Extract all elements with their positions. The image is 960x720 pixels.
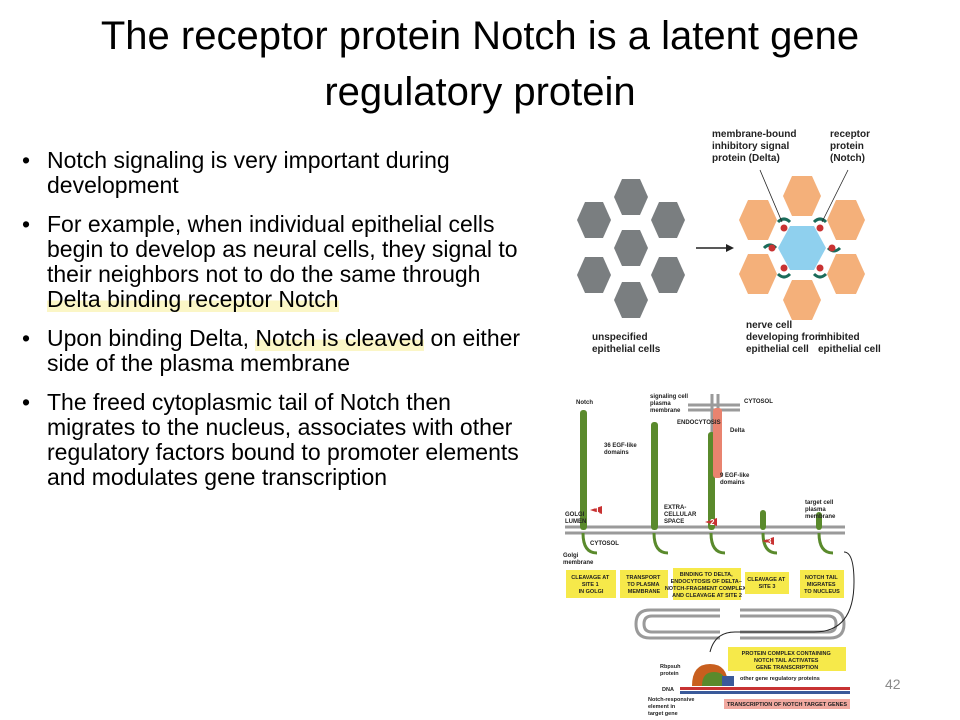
page-number: 42	[885, 676, 901, 692]
bullet-text: The freed cytoplasmic tail of Notch then…	[47, 389, 519, 490]
label-endocytosis: ENDOCYTOSIS	[677, 420, 721, 426]
dna-strand	[680, 687, 850, 690]
bullet-item: For example, when individual epithelial …	[20, 212, 540, 312]
label-nerve-cell: nerve cell developing from epithelial ce…	[746, 320, 827, 355]
step-2-marker: 2	[710, 518, 715, 527]
svg-text:CLEAVAGE AT SITE 1: CLEAVAGE AT SITE 1 IN GOLGI	[571, 575, 611, 595]
notch-tail	[702, 672, 726, 686]
label-notch: Notch	[576, 400, 593, 406]
step-3-marker: 3	[767, 537, 772, 546]
transcription-complex	[680, 664, 850, 694]
hexagon-cell	[614, 282, 648, 318]
delta-ligand	[713, 408, 722, 478]
bullet-item: Upon binding Delta, Notch is cleaved on …	[20, 325, 540, 376]
label-unspecified: unspecified epithelial cells	[592, 332, 661, 355]
unspecified-cell-cluster	[577, 179, 685, 318]
bullet-text: on either side of the plasma membrane	[47, 325, 521, 376]
hexagon-cell	[827, 200, 865, 240]
hexagon-cell	[783, 280, 821, 320]
box-binding-delta	[673, 568, 741, 600]
slide-title: The receptor protein Notch is a latent g…	[20, 8, 940, 120]
notch-tails	[581, 532, 834, 555]
label-delta: membrane-bound inhibitory signal protein…	[712, 129, 799, 164]
nerve-cell	[778, 226, 826, 270]
label-rbpsuh: Rbpsuh protein	[660, 664, 682, 677]
bullet-list: Notch signaling is very important during…	[20, 148, 540, 504]
nucleus-labels: Rbpsuh protein other gene regulatory pro…	[648, 664, 820, 717]
bullet-text: For example, when individual epithelial …	[47, 211, 518, 287]
label-target-cell: target cell plasma membrane	[805, 500, 836, 520]
bullet-item: The freed cytoplasmic tail of Notch then…	[20, 390, 540, 490]
label-signaling-cell: signaling cell plasma membrane	[650, 394, 690, 414]
label-delta: Delta	[730, 428, 745, 434]
box-notch-tail-migrates	[800, 570, 844, 598]
hexagon-cell	[614, 230, 648, 266]
bullet-text: Notch signaling is very important during…	[47, 147, 450, 198]
hexagon-cell	[827, 254, 865, 294]
hexagon-cell	[577, 202, 611, 238]
notch-receptor	[580, 410, 587, 530]
hexagon-cell	[783, 176, 821, 216]
label-notch: receptor protein (Notch)	[830, 129, 873, 164]
label-extracellular: EXTRA- CELLULAR SPACE	[664, 505, 698, 525]
label-other-regulatory: other gene regulatory proteins	[740, 676, 820, 682]
svg-text:TRANSPORT TO PLASMA: TRANSPORT TO PLASMA MEMBRANE	[626, 575, 662, 595]
label-egf9: 9 EGF-like domains	[720, 473, 751, 486]
hexagon-cell	[739, 200, 777, 240]
bullet-item: Notch signaling is very important during…	[20, 148, 540, 198]
top-figure-labels: membrane-bound inhibitory signal protein…	[592, 129, 881, 355]
bottom-figure-labels: Notch signaling cell plasma membrane CYT…	[563, 394, 836, 566]
regulatory-protein	[722, 676, 734, 686]
hexagon-cell	[651, 202, 685, 238]
nuclear-envelope	[634, 608, 846, 640]
step-1-marker: 1	[595, 506, 600, 515]
svg-text:CLEAVAGE AT SITE 3: CLEAVAGE AT SITE 3	[747, 577, 787, 590]
membranes	[565, 394, 845, 535]
inhibited-cell-cluster	[739, 176, 865, 320]
label-golgi-lumen: GOLGI LUMEN	[565, 512, 586, 525]
label-cytosol-mid: CYTOSOL	[590, 541, 619, 547]
box-transcription	[724, 699, 850, 709]
label-dna: DNA	[662, 687, 674, 693]
label-egf36: 36 EGF-like domains	[604, 443, 638, 456]
hexagon-cell	[614, 179, 648, 215]
bullet-text: Upon binding Delta,	[47, 325, 256, 351]
notch-processing-figure: 1 2 3 Notch signaling cell plasma membra…	[563, 394, 855, 717]
box-protein-complex	[728, 647, 846, 671]
delta-dots	[768, 224, 836, 272]
notch-fragment	[816, 512, 822, 530]
svg-text:NOTCH TAIL MIGRATES: NOTCH TAIL MIGRATES TO NUCLEUS	[804, 575, 840, 595]
hexagon-cell	[651, 257, 685, 293]
box-cleavage-site-1	[566, 570, 616, 598]
notch-receptor	[651, 422, 658, 530]
delta-notch-contacts	[762, 217, 842, 279]
highlighted-text: Notch is cleaved	[255, 325, 425, 351]
title-line-1: The receptor protein Notch is a latent g…	[100, 14, 860, 58]
highlighted-text: Delta binding receptor Notch	[47, 286, 339, 312]
label-inhibited: inhibited epithelial cell	[818, 332, 881, 355]
hexagon-cell	[577, 257, 611, 293]
notch-fragment	[760, 510, 766, 530]
leader-lines	[759, 169, 849, 223]
dna-strand	[680, 691, 850, 694]
label-cytosol-top: CYTOSOL	[744, 399, 773, 405]
lateral-inhibition-figure: membrane-bound inhibitory signal protein…	[577, 129, 881, 355]
box-protein-complex-text: PROTEIN COMPLEX CONTAINING NOTCH TAIL AC…	[742, 651, 833, 671]
step-markers: 1 2 3	[590, 506, 774, 546]
box-transcription-text: TRANSCRIPTION OF NOTCH TARGET GENES	[727, 702, 847, 708]
arrow	[696, 244, 734, 252]
notch-receptors	[580, 410, 822, 530]
hexagon-cell	[739, 254, 777, 294]
box-transport	[620, 570, 668, 598]
box-cleavage-site-3	[745, 572, 789, 594]
label-golgi-membrane: Golgi membrane	[563, 553, 594, 566]
migration-arrow	[709, 551, 855, 653]
step-boxes: CLEAVAGE AT SITE 1 IN GOLGI TRANSPORT TO…	[566, 568, 844, 600]
label-notch-responsive: Notch-responsive element in target gene	[648, 697, 696, 717]
svg-text:BINDING TO DELTA, ENDOCY: BINDING TO DELTA, ENDOCYTOSIS OF DELTA– …	[665, 572, 749, 599]
title-line-2: regulatory protein	[324, 70, 636, 114]
